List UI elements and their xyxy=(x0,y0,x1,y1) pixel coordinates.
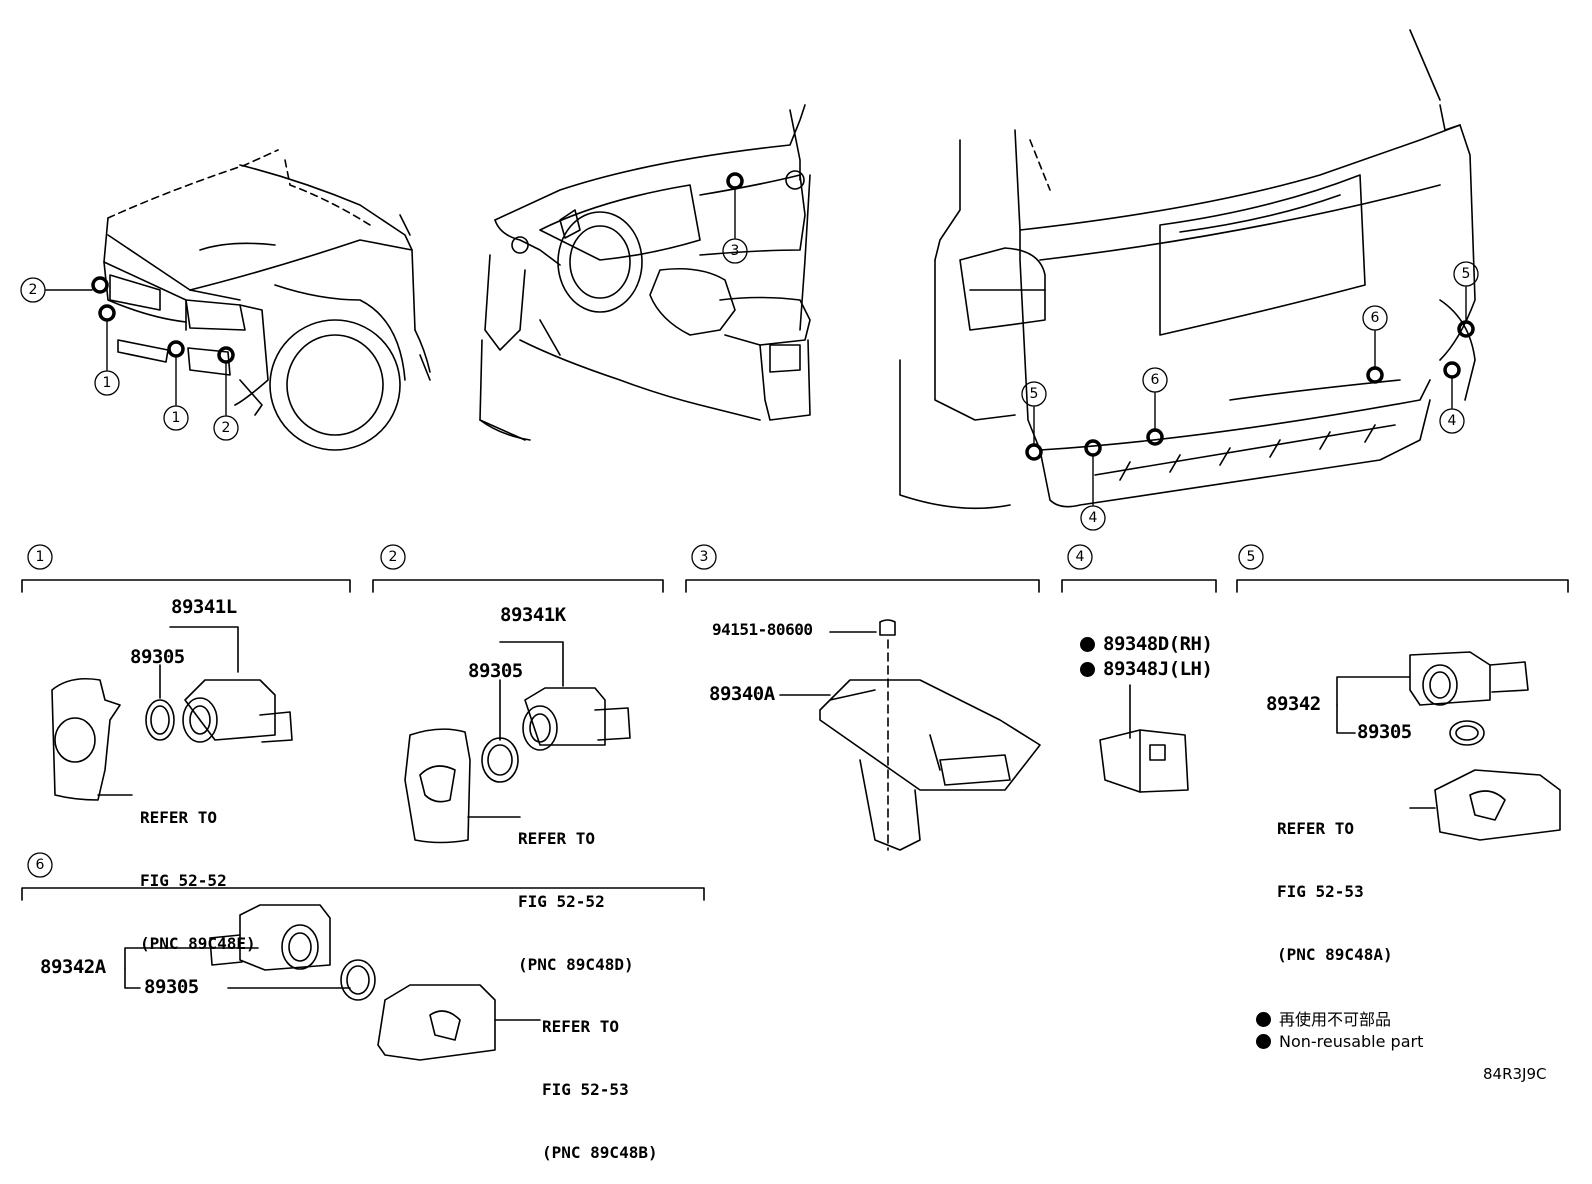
parts-diagram-artwork xyxy=(20,29,1569,1061)
group-6-parts xyxy=(124,904,541,1061)
sensor-marker xyxy=(1146,428,1164,446)
group-3-parts xyxy=(779,619,1041,851)
sensor-marker xyxy=(1366,366,1384,384)
group-4-header: 4 xyxy=(1075,549,1085,565)
group-brackets xyxy=(21,579,1569,901)
group-1-header: 1 xyxy=(35,549,45,565)
callout-5-rear-left: 5 xyxy=(1029,386,1039,402)
refer-to-note-1: REFER TO FIG 52-52 (PNC 89C48E) xyxy=(140,808,256,953)
part-number-89342A: 89342A xyxy=(40,956,106,978)
non-reusable-dot-icon xyxy=(1256,1034,1271,1049)
group-6-header: 6 xyxy=(35,857,45,873)
callout-6-rear-left: 6 xyxy=(1150,372,1160,388)
callout-5-rear-right: 5 xyxy=(1461,266,1471,282)
refer-to-note-2: REFER TO FIG 52-52 (PNC 89C48D) xyxy=(518,829,634,974)
interior-illustration xyxy=(479,104,811,441)
part-number-89348J-lh: 89348J(LH) xyxy=(1080,660,1213,679)
callout-4-rear-right: 4 xyxy=(1447,413,1457,429)
non-reusable-dot-icon xyxy=(1080,662,1095,677)
group-1-parts xyxy=(51,626,293,801)
sensor-marker xyxy=(167,340,185,358)
callout-circles xyxy=(20,238,1479,878)
sensor-marker xyxy=(1443,361,1461,379)
legend-jp: 再使用不可部品 xyxy=(1256,1006,1391,1030)
part-number-89342: 89342 xyxy=(1266,693,1321,715)
callout-leaders xyxy=(45,187,1467,506)
part-number-89341K: 89341K xyxy=(500,604,566,626)
sensor-marker xyxy=(98,304,116,322)
part-number-89305: 89305 xyxy=(130,646,185,668)
sensor-marker xyxy=(1084,439,1102,457)
sensor-marker xyxy=(217,346,235,364)
legend-en: Non-reusable part xyxy=(1256,1032,1423,1051)
part-number-89305: 89305 xyxy=(468,660,523,682)
callout-2-front-center: 2 xyxy=(221,420,231,436)
group-2-parts xyxy=(404,641,631,844)
part-number-89340A: 89340A xyxy=(709,683,775,705)
part-number-89341L: 89341L xyxy=(171,596,237,618)
callout-2-front: 2 xyxy=(28,282,38,298)
callout-1-front: 1 xyxy=(102,375,112,391)
group-5-header: 5 xyxy=(1246,549,1256,565)
group-2-header: 2 xyxy=(388,549,398,565)
part-number-89305: 89305 xyxy=(144,976,199,998)
sensor-marker xyxy=(91,276,109,294)
group-4-parts xyxy=(1099,684,1189,793)
part-number-89305: 89305 xyxy=(1357,721,1412,743)
group-3-header: 3 xyxy=(699,549,709,565)
group-5-parts xyxy=(1336,651,1561,841)
part-number-89348D-rh: 89348D(RH) xyxy=(1080,635,1213,654)
non-reusable-dot-icon xyxy=(1080,637,1095,652)
sensor-marker xyxy=(726,172,744,190)
callout-3-interior: 3 xyxy=(730,243,740,259)
rear-vehicle-illustration xyxy=(899,29,1476,510)
callout-4-rear-left: 4 xyxy=(1088,510,1098,526)
part-number-94151-80600: 94151-80600 xyxy=(712,620,813,639)
refer-to-note-6: REFER TO FIG 52-53 (PNC 89C48B) xyxy=(542,1017,658,1162)
sensor-marker xyxy=(1025,443,1043,461)
refer-to-note-5: REFER TO FIG 52-53 (PNC 89C48A) xyxy=(1277,819,1393,964)
front-vehicle-illustration xyxy=(103,149,431,451)
illustration-code: 84R3J9C xyxy=(1483,1065,1547,1083)
callout-6-rear-right: 6 xyxy=(1370,310,1380,326)
callout-1-front-center: 1 xyxy=(171,410,181,426)
non-reusable-dot-icon xyxy=(1256,1012,1271,1027)
